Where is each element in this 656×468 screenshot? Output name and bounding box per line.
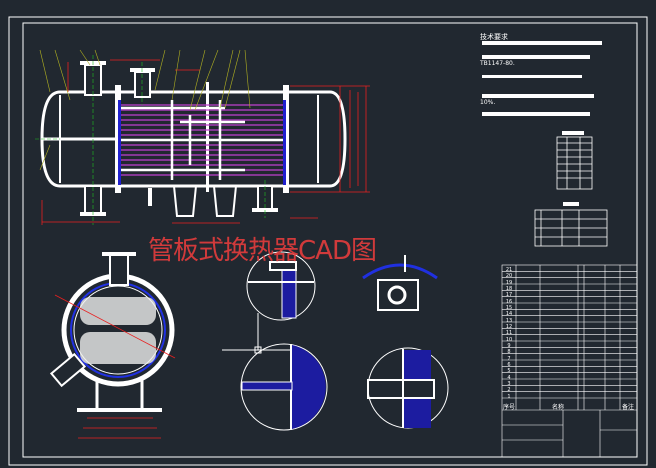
parts-list-item-number: 15 — [505, 305, 513, 311]
cross-section-view — [49, 252, 176, 439]
saddle-left — [172, 185, 198, 217]
parts-list-item-number: 12 — [505, 324, 513, 330]
parts-list-item-number: 20 — [505, 273, 513, 280]
parts-list-item-number: 19 — [505, 279, 513, 286]
detail-view-4 — [362, 255, 438, 311]
technical-requirement-line: TB1147-80. — [480, 60, 515, 67]
parts-list-item-number: 11 — [505, 330, 513, 337]
parts-list-grid — [501, 264, 638, 458]
parts-list-item-number: 16 — [505, 298, 513, 305]
tube-layout-lower — [80, 332, 156, 364]
parts-list-item-number: 10 — [505, 336, 513, 343]
saddle-right — [212, 185, 238, 217]
technical-requirements-heading: 技术要求 — [480, 33, 508, 41]
nozzle-table — [556, 136, 593, 190]
nozzle-top-right — [134, 71, 151, 98]
parts-list-item-number: 3 — [507, 381, 511, 387]
inner-frame — [22, 22, 638, 458]
parts-list-header-number: 序号 — [503, 404, 516, 411]
dimension-lines — [41, 59, 370, 225]
shell-outline — [40, 90, 347, 188]
detail-view-3 — [367, 347, 449, 429]
technical-requirement-line: 10%. — [480, 99, 496, 106]
detail-view-1 — [246, 251, 316, 321]
parts-list-item-number: 7 — [507, 355, 511, 362]
main-elevation-view — [35, 49, 370, 225]
detail-view-2 — [222, 313, 328, 431]
technical-requirements-text — [482, 41, 602, 116]
parts-list-header-name: 名称 — [552, 404, 565, 411]
parts-list-item-number: 9 — [507, 343, 511, 349]
parts-list-item-number: 21 — [505, 267, 513, 273]
centerlines — [35, 55, 266, 225]
tube-layout-upper — [80, 297, 156, 325]
drawing-title: 管板式换热器CAD图 — [148, 236, 377, 266]
parts-list-item-number: 1 — [507, 393, 511, 400]
parts-list-header-remark: 备注 — [622, 404, 635, 411]
parts-list-item-number: 18 — [505, 286, 513, 292]
parts-list-item-number: 5 — [507, 368, 511, 375]
parts-list-item-number: 4 — [507, 374, 511, 381]
parts-list-item-number: 2 — [507, 387, 511, 394]
outer-frame — [8, 16, 648, 466]
parts-list-item-number: 6 — [507, 362, 511, 368]
part-leaders — [39, 49, 251, 171]
tube-bundle — [121, 104, 283, 176]
parts-list-item-number: 8 — [507, 349, 511, 356]
parts-list-item-number: 14 — [505, 311, 513, 318]
design-data-table — [534, 209, 608, 247]
parts-list-item-number: 13 — [505, 317, 513, 324]
parts-list-item-number: 17 — [505, 292, 513, 299]
